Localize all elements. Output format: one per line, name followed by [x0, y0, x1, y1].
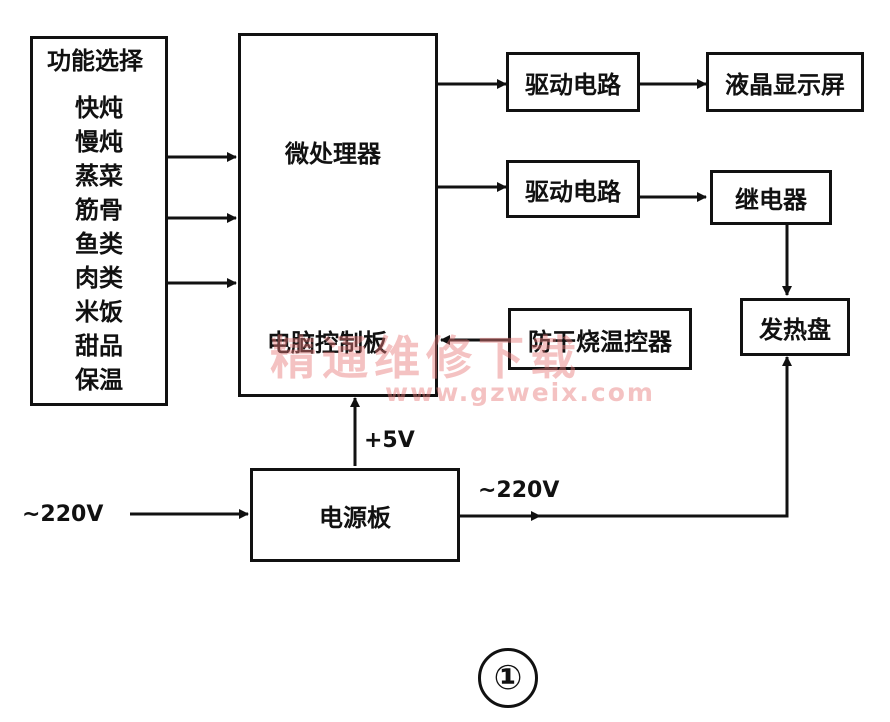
function-item: 快炖 — [75, 94, 123, 122]
anti-dry-thermostat-box: 防干烧温控器 — [508, 308, 692, 370]
processor-label: 微处理器 — [285, 140, 381, 168]
output-voltage-label: ~220V — [478, 478, 560, 503]
function-item: 保温 — [75, 366, 123, 394]
function-select-title: 功能选择 — [47, 47, 143, 75]
function-item: 蒸菜 — [75, 162, 123, 190]
function-list: 快炖慢炖蒸菜筋骨鱼类肉类米饭甜品保温 — [33, 91, 165, 397]
watermark-text: 精通维修下载 — [270, 331, 582, 385]
figure-number: ① — [478, 648, 538, 708]
function-item: 米饭 — [75, 298, 123, 326]
driver-circuit-top: 驱动电路 — [506, 52, 640, 112]
line-power-to-heater — [540, 356, 792, 518]
input-voltage-label: ~220V — [22, 502, 104, 527]
heater-plate-box: 发热盘 — [740, 298, 850, 356]
driver-circuit-mid: 驱动电路 — [506, 160, 640, 218]
function-item: 甜品 — [75, 332, 123, 360]
watermark-url: www.gzweix.com — [385, 378, 655, 407]
power-board-box: 电源板 — [250, 468, 460, 562]
function-item: 慢炖 — [75, 128, 123, 156]
function-item: 肉类 — [75, 264, 123, 292]
lcd-display-box: 液晶显示屏 — [706, 52, 864, 112]
relay-box: 继电器 — [710, 170, 832, 225]
board-label: 电脑控制板 — [267, 329, 387, 357]
function-select-box: 功能选择 快炖慢炖蒸菜筋骨鱼类肉类米饭甜品保温 — [30, 36, 168, 406]
function-item: 筋骨 — [75, 196, 123, 224]
function-item: 鱼类 — [75, 230, 123, 258]
control-board-box: 微处理器 电脑控制板 — [238, 33, 438, 397]
dc-voltage-label: +5V — [364, 428, 415, 453]
